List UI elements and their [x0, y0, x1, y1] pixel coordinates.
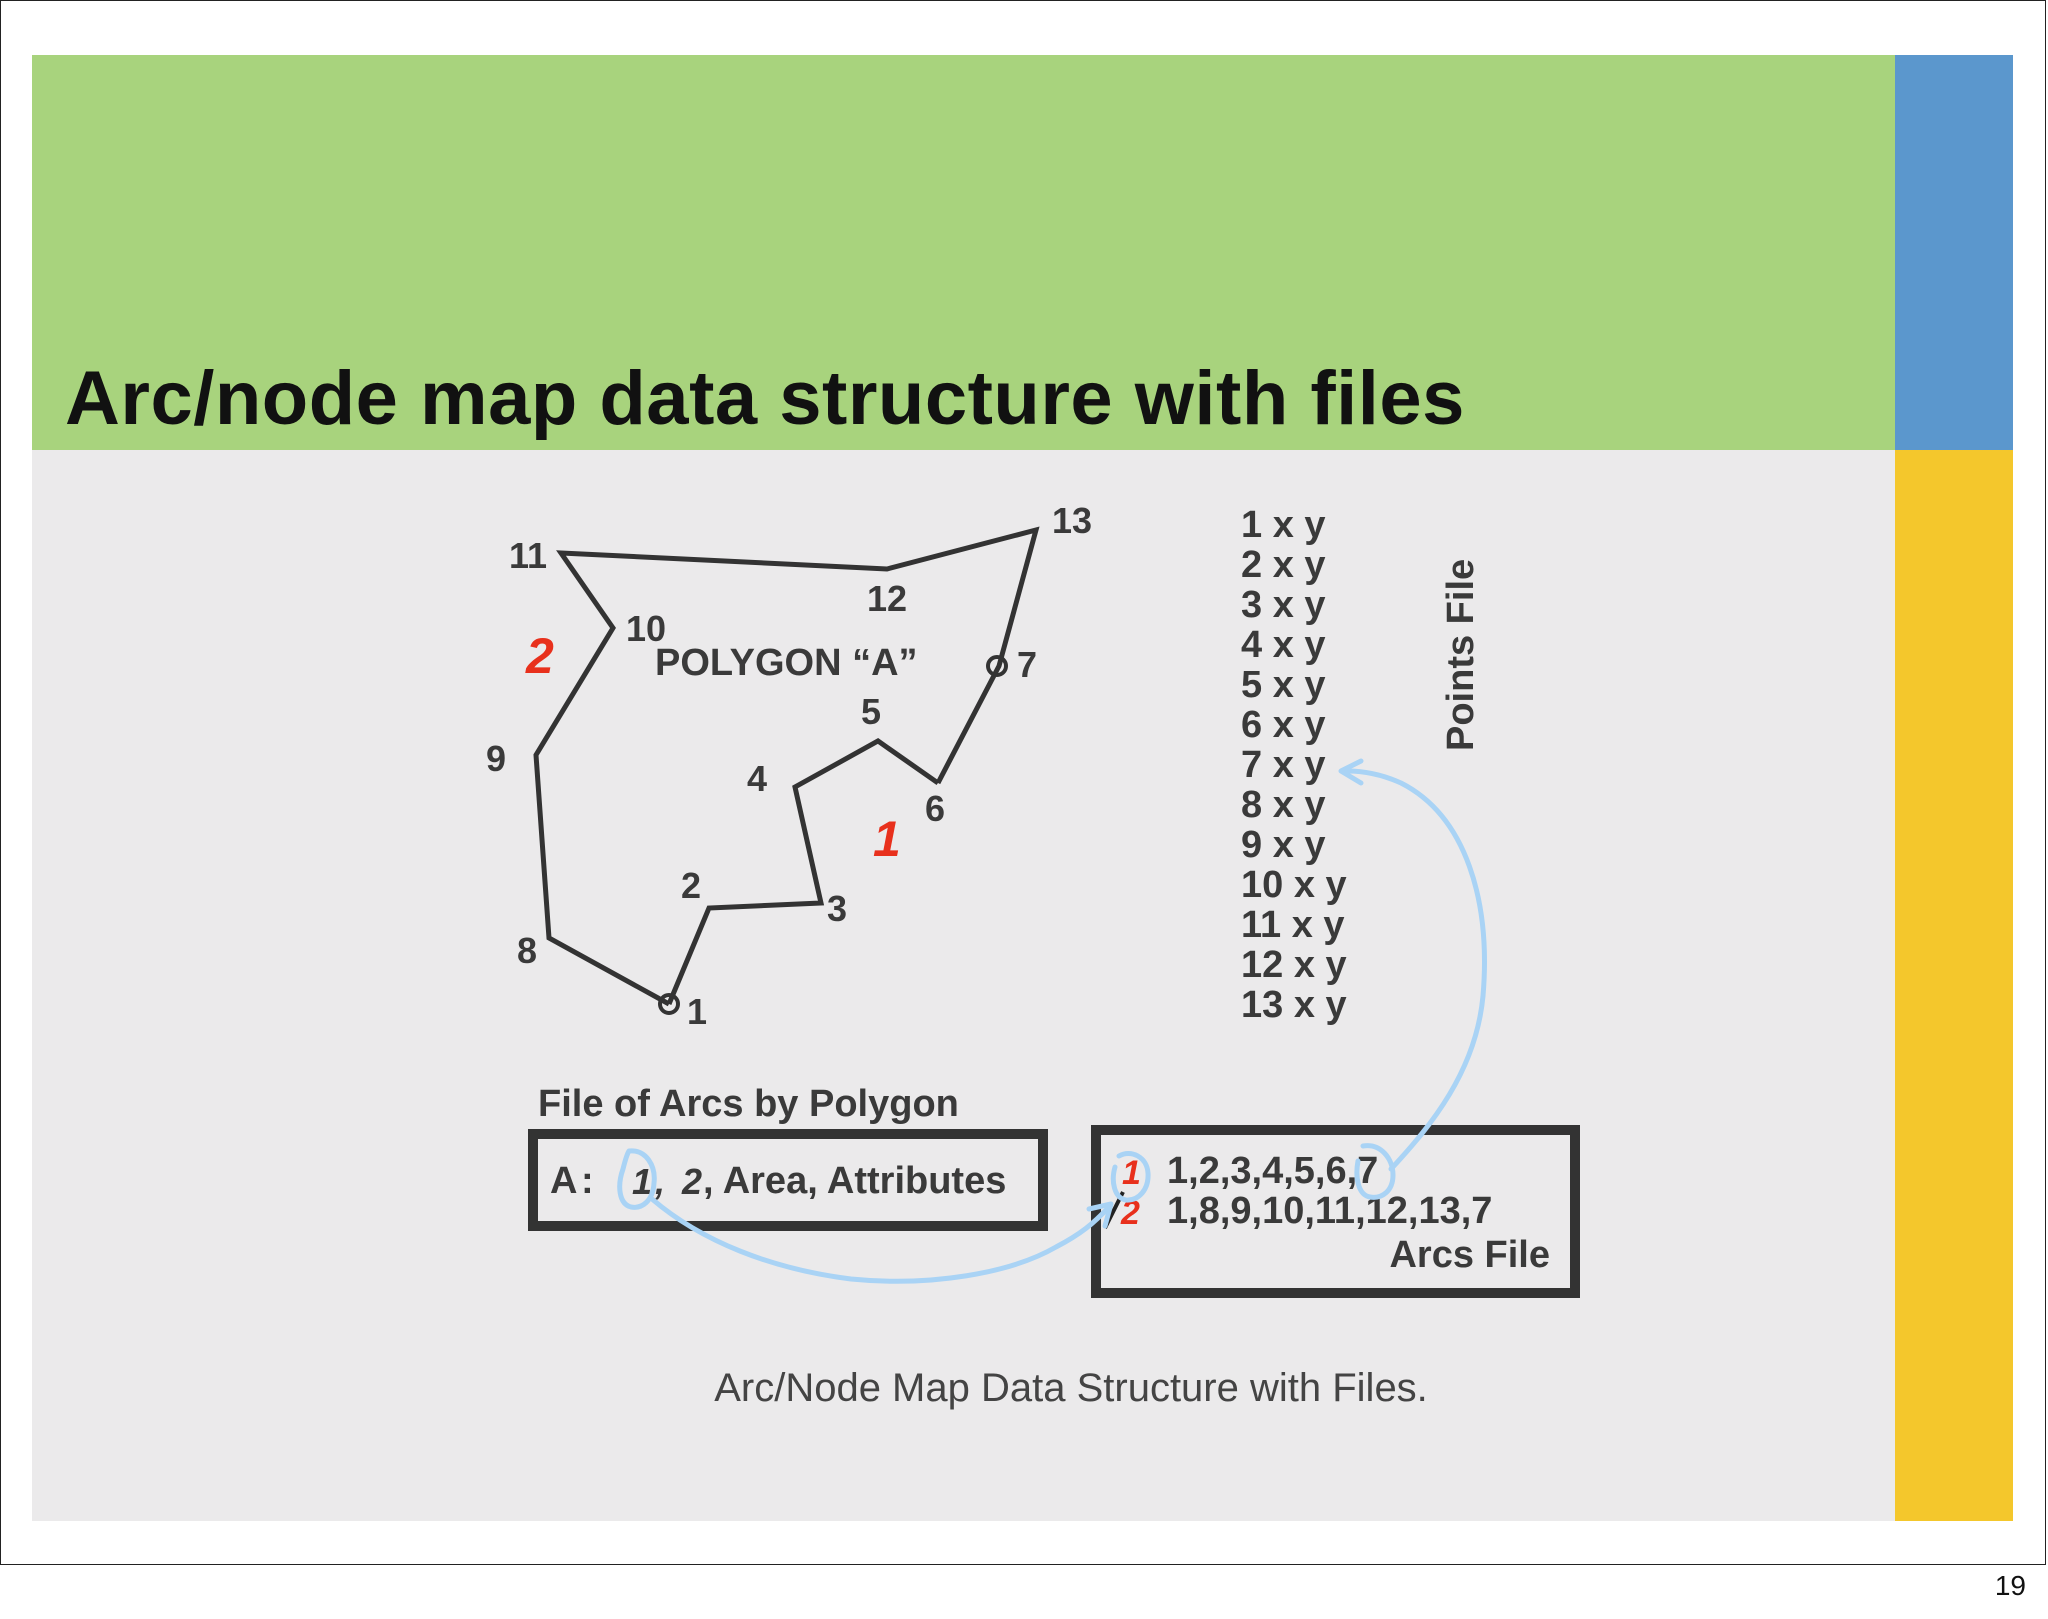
polygon-label: POLYGON “A” — [655, 642, 918, 684]
node-label-10: 10 — [626, 608, 666, 649]
node-label-13: 13 — [1052, 500, 1092, 541]
page-number: 19 — [1994, 1570, 2026, 1601]
points-entry-13: 13 x y — [1241, 984, 1347, 1026]
arc-node-diagram: 1 2 3 4 5 6 7 8 9 10 11 12 13 POLYGON “A… — [486, 500, 1580, 1410]
node-label-6: 6 — [925, 788, 945, 829]
arcs-file-box — [1091, 1125, 1580, 1298]
polygon-file-title: File of Arcs by Polygon — [538, 1083, 959, 1125]
arcs-file-id-1: 1 — [1122, 1154, 1141, 1192]
node-7-marker — [986, 655, 1008, 677]
arc-label-2: 2 — [525, 628, 554, 684]
pointer-circle-arcs-node-7 — [1354, 1143, 1396, 1200]
pointer-curve-to-points-7 — [1344, 768, 1487, 1172]
points-file-list: 1 x y 2 x y 3 x y 4 x y 5 x y 6 x y 7 x … — [1241, 504, 1347, 1026]
node-label-3: 3 — [827, 888, 847, 929]
node-label-12: 12 — [867, 578, 907, 619]
polygon-file-arc-1: 1 — [632, 1161, 652, 1202]
arcs-file-nodes-1: 1,2,3,4,5,6,7 — [1167, 1150, 1378, 1192]
points-entry-11: 11 x y — [1241, 904, 1345, 946]
node-label-4: 4 — [747, 758, 767, 799]
arc-2-line — [533, 526, 1040, 1007]
accent-bar-blue — [1895, 55, 2013, 450]
pointer-curve-to-arcs-file — [649, 1196, 1112, 1284]
slide-frame: Arc/node map data structure with files 1… — [0, 0, 2046, 1565]
node-label-9: 9 — [486, 738, 506, 779]
points-entry-2: 2 x y — [1241, 544, 1326, 586]
node-label-7: 7 — [1017, 644, 1037, 685]
points-entry-1: 1 x y — [1241, 504, 1326, 546]
points-entry-5: 5 x y — [1241, 664, 1326, 706]
points-entry-12: 12 x y — [1241, 944, 1347, 986]
points-file-title: Points File — [1440, 559, 1482, 751]
pointer-arrowhead-points-7 — [1338, 758, 1364, 786]
arcs-file-nodes-2: 1,8,9,10,11,12,13,7 — [1167, 1190, 1492, 1232]
accent-bar-yellow — [1895, 450, 2013, 1521]
node-1-marker — [658, 993, 680, 1015]
figure-caption: Arc/Node Map Data Structure with Files. — [714, 1366, 1428, 1410]
polygon-file-rest: , Area, Attributes — [703, 1160, 1006, 1202]
arc-label-1: 1 — [873, 811, 901, 867]
points-entry-7: 7 x y — [1241, 744, 1326, 786]
points-entry-9: 9 x y — [1241, 824, 1326, 866]
node-label-8: 8 — [517, 930, 537, 971]
points-entry-8: 8 x y — [1241, 784, 1326, 826]
arcs-file-id-2: 2 — [1120, 1194, 1140, 1232]
points-entry-10: 10 x y — [1241, 864, 1347, 906]
pointer-annotations — [617, 758, 1487, 1284]
node-label-2: 2 — [681, 865, 701, 906]
polygon-file-separator: : — [581, 1160, 594, 1202]
pointer-circle-polygon-arc-1 — [617, 1148, 657, 1210]
points-entry-3: 3 x y — [1241, 584, 1326, 626]
points-entry-4: 4 x y — [1241, 624, 1326, 666]
pointer-arrowhead-arcs-file — [1086, 1201, 1114, 1229]
node-label-1: 1 — [687, 991, 707, 1032]
node-label-11: 11 — [509, 535, 547, 576]
polygon-file-box — [528, 1129, 1048, 1231]
node-label-5: 5 — [861, 691, 881, 732]
arcs-file-title: Arcs File — [1389, 1234, 1550, 1276]
polygon-file-key: A — [550, 1160, 577, 1202]
slide-title: Arc/node map data structure with files — [65, 356, 1465, 441]
polygon-file-arc-2: 2 — [681, 1161, 702, 1202]
arc-1-line — [666, 738, 940, 1005]
points-entry-6: 6 x y — [1241, 704, 1326, 746]
pointer-circle-arcs-id-1 — [1110, 1150, 1151, 1203]
header-band — [32, 55, 1895, 450]
polygon-file-comma: , — [654, 1161, 665, 1202]
